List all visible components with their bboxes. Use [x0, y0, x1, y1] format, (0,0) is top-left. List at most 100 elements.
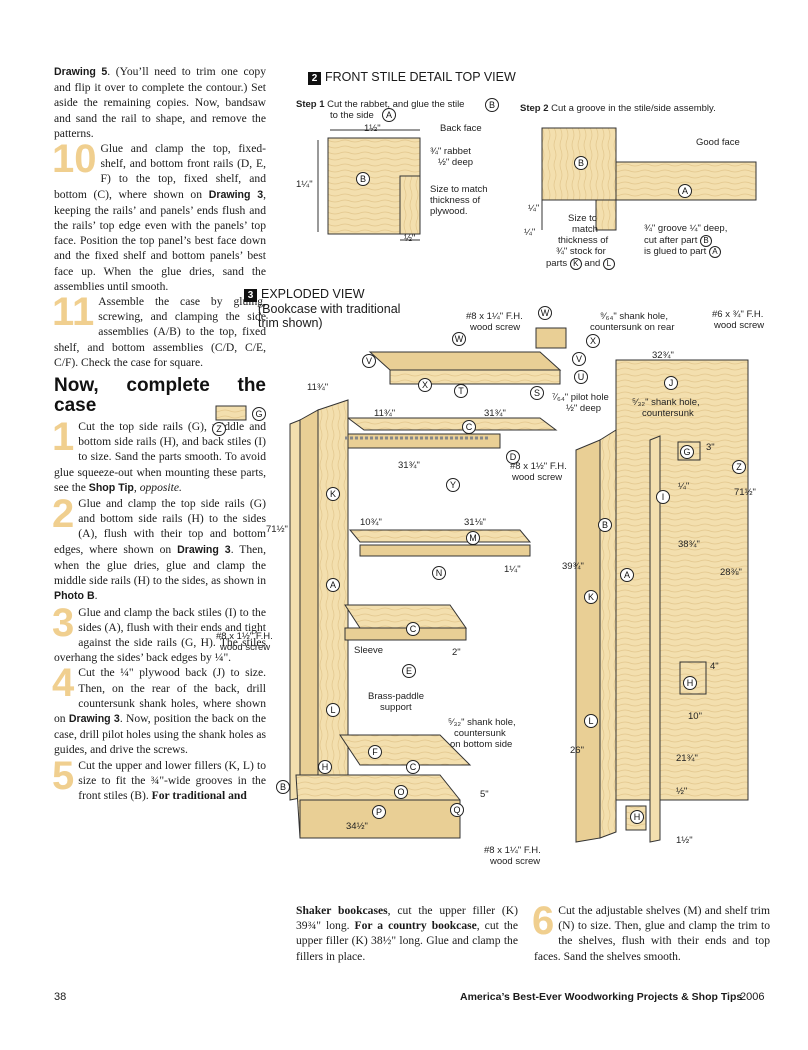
screw-label: wood screw: [490, 856, 541, 867]
part-t-callout: T: [454, 384, 468, 398]
match-label: match: [572, 224, 598, 235]
screw-label: #8 x 1¼" F.H.: [466, 311, 523, 322]
part-a-callout: A: [382, 108, 396, 122]
dim-label: 31¾": [484, 408, 506, 419]
stock-label: ¾" stock for: [556, 246, 606, 257]
part-o-callout: O: [394, 785, 408, 799]
rabbet-label: ¾" rabbet: [430, 146, 471, 157]
back-face-label: Back face: [440, 123, 482, 134]
step-number: 2: [52, 492, 75, 537]
part-b-callout: B: [574, 156, 588, 170]
step-number: 5: [52, 753, 75, 798]
left-text-column: Drawing 5. (You’ll need to trim one copy…: [52, 64, 266, 803]
part-v-callout: V: [362, 354, 376, 368]
part-w-callout: W: [538, 306, 552, 320]
shank-hole-label: countersunk on rear: [590, 322, 675, 333]
pilot-hole-label: ½" deep: [566, 403, 602, 414]
dim-label: 5": [480, 789, 489, 800]
size-match-label: thickness of: [430, 195, 481, 206]
dim-label: ¼": [678, 481, 690, 492]
step-number: 10: [52, 137, 97, 182]
part-q-callout: Q: [450, 803, 464, 817]
shank-hole-label: countersunk: [454, 728, 506, 739]
dim-label: 10": [688, 711, 702, 722]
part-g-callout: G: [252, 407, 266, 421]
part-b-callout: B: [276, 780, 290, 794]
bottom-middle-text: Shaker bookcases, cut the upper filler (…: [296, 904, 518, 963]
part-b-callout: B: [485, 98, 499, 112]
dim-label: ½": [676, 786, 688, 797]
drawing2-step1-art: [317, 129, 421, 241]
part-j-callout: J: [664, 376, 678, 390]
part-m-callout: M: [466, 531, 480, 545]
rabbet-depth-label: ½" deep: [438, 157, 474, 168]
screw-label: #6 x ¾" F.H.: [712, 309, 764, 320]
part-i-callout: I: [656, 490, 670, 504]
shank-hole-label: ⁹⁄₆₄" shank hole,: [600, 311, 668, 322]
part-l-callout: L: [326, 703, 340, 717]
dim-label: 71½": [734, 487, 756, 498]
part-a-callout: A: [620, 568, 634, 582]
shank-hole-label: on bottom side: [450, 739, 513, 750]
shank-hole-label: ⁵⁄₃₂" shank hole,: [632, 397, 700, 408]
part-z-callout: Z: [732, 460, 746, 474]
drawing2-step2-caption: Step 2 Cut a groove in the stile/side as…: [520, 103, 716, 114]
good-face-label: Good face: [696, 137, 740, 148]
dim-label: 31¾": [398, 460, 420, 471]
dim-label: 71½": [266, 524, 288, 535]
part-h-callout: H: [683, 676, 697, 690]
part-l-callout: L: [584, 714, 598, 728]
drawing2-step1-caption: Step 1 Cut the rabbet, and glue the stil…: [296, 99, 465, 110]
part-w-callout: W: [452, 332, 466, 346]
part-e-callout: E: [402, 664, 416, 678]
step-number: 6: [532, 899, 555, 943]
part-c-callout: C: [462, 420, 476, 434]
dim-label: 11¾": [307, 382, 329, 393]
part-h-callout: H: [630, 810, 644, 824]
dim-label: 26": [570, 745, 584, 756]
part-g-callout: G: [680, 445, 694, 459]
dim-label: 10¾": [360, 517, 382, 528]
screw-label: #8 x 1½" F.H.: [216, 631, 273, 642]
part-c-callout: C: [406, 760, 420, 774]
dim-label: ¼": [524, 227, 536, 238]
thickness-label: thickness of: [558, 235, 609, 246]
dim-label: ½": [404, 233, 416, 244]
part-x-callout: X: [586, 334, 600, 348]
drawing2-step2-art: [541, 127, 757, 231]
part-p-callout: P: [372, 805, 386, 819]
part-c-callout: C: [406, 622, 420, 636]
dim-label: 1½": [676, 835, 693, 846]
publication-year: 2006: [740, 991, 765, 1003]
dim-label: 11¾": [374, 408, 396, 419]
size-match-label: Size to match: [430, 184, 488, 195]
step-number: 3: [52, 600, 75, 645]
groove-label: ¾" groove ¼" deep,: [644, 223, 728, 234]
drawing3-subtitle: trim shown): [258, 316, 323, 330]
pilot-hole-label: ⁷⁄₆₄" pilot hole: [552, 392, 609, 403]
part-u-callout: U: [574, 370, 588, 384]
dim-label: ¼": [528, 203, 540, 214]
groove-label: cut after part B: [644, 235, 712, 247]
size-match-label: plywood.: [430, 206, 468, 217]
step-number: 4: [52, 661, 75, 706]
part-x-callout: X: [418, 378, 432, 392]
part-y-callout: Y: [446, 478, 460, 492]
part-b-callout: B: [356, 172, 370, 186]
dim-label: 21¾": [676, 753, 698, 764]
screw-label: #8 x 1¼" F.H.: [484, 845, 541, 856]
part-a-callout: A: [326, 578, 340, 592]
dim-label: 32¾": [652, 350, 674, 361]
dim-label: 31⅛": [464, 517, 486, 528]
sleeve-label: Sleeve: [354, 645, 384, 656]
page-number: 38: [54, 991, 67, 1003]
part-s-callout: S: [530, 386, 544, 400]
dim-label: 1½": [364, 123, 381, 134]
